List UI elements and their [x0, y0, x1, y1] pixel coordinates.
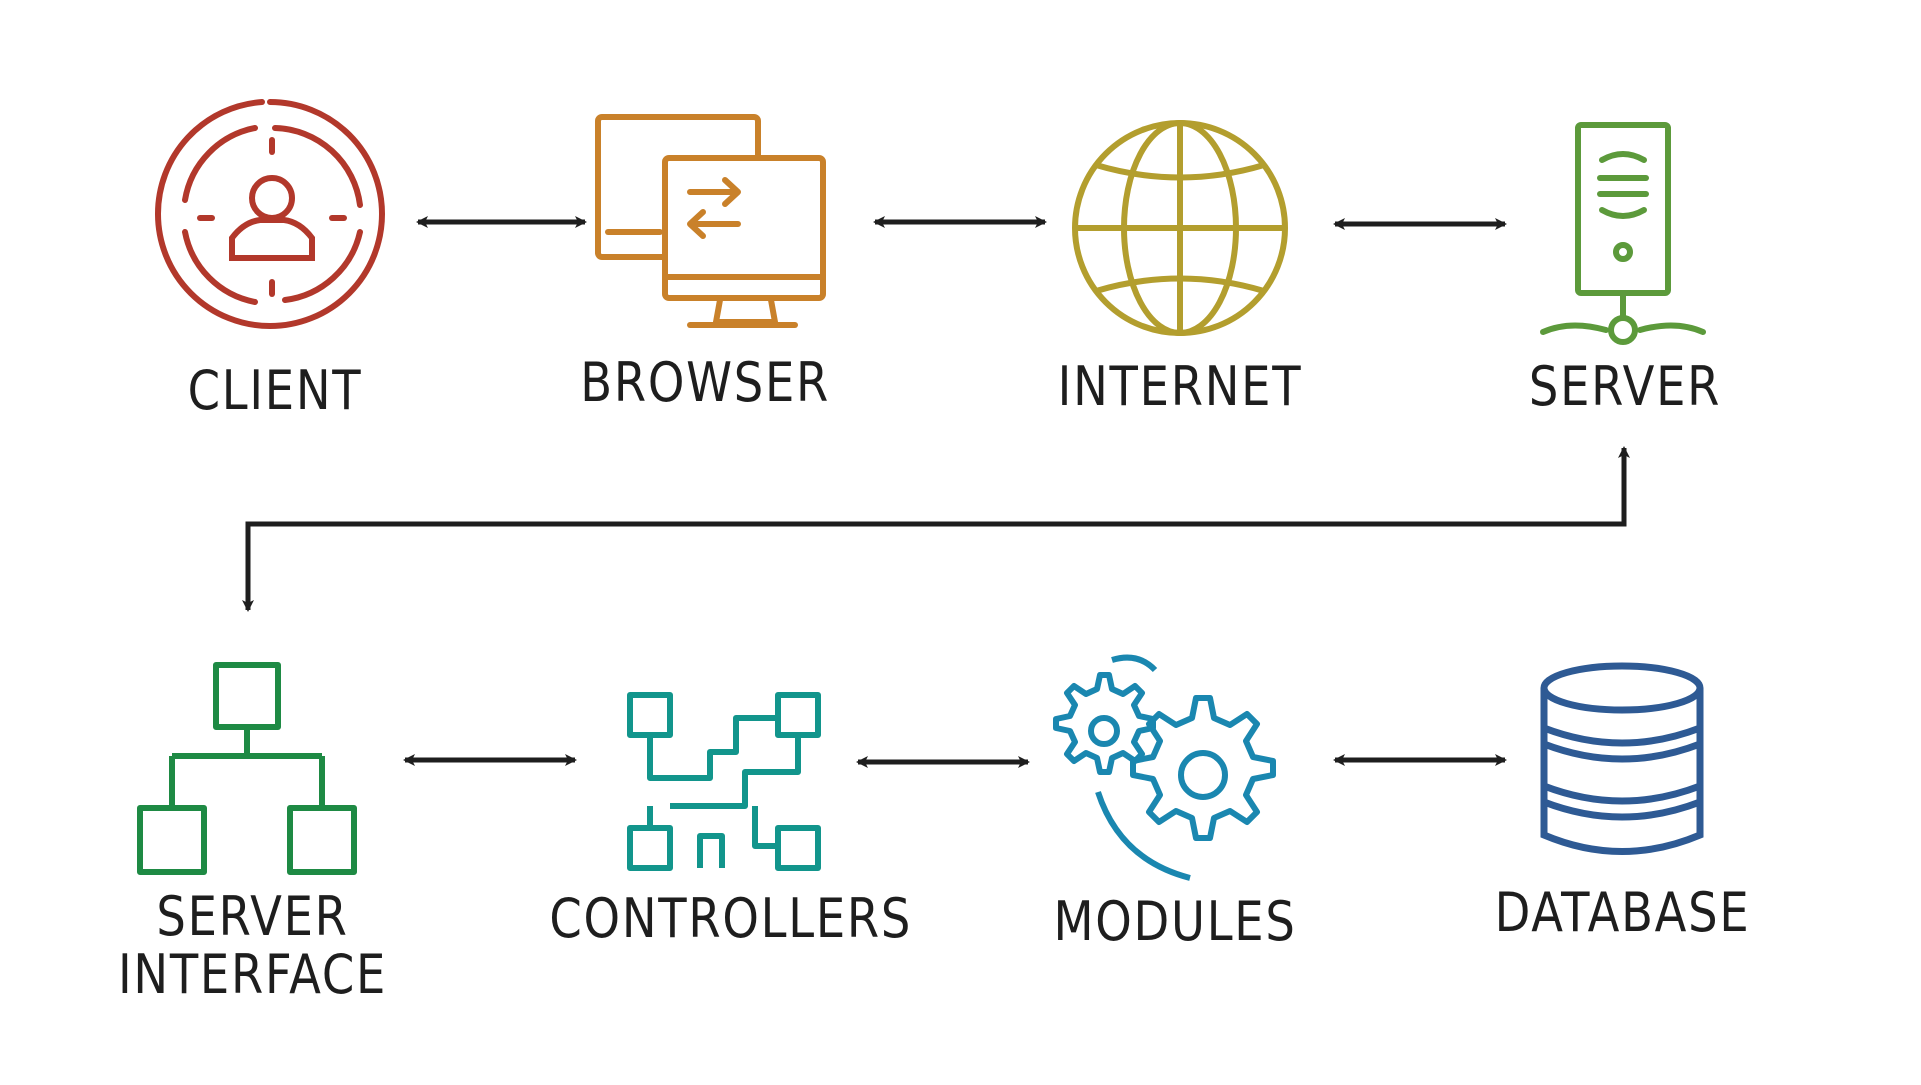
modules-label: MODULES — [1053, 890, 1297, 953]
controllers-label: CONTROLLERS — [549, 887, 913, 950]
server-label: SERVER — [1528, 355, 1722, 418]
database-icon — [1540, 662, 1704, 855]
target-person-icon — [154, 99, 385, 329]
client-label: CLIENT — [187, 359, 363, 422]
internet-label: INTERNET — [1057, 355, 1303, 418]
edge-server-server-interface — [242, 446, 1630, 612]
server-interface-label-line2: INTERFACE — [117, 943, 388, 1007]
hierarchy-icon — [137, 662, 357, 875]
globe-icon — [1072, 120, 1288, 336]
monitors-exchange-icon — [595, 114, 826, 328]
server-interface-label-line1: SERVER — [156, 885, 349, 948]
browser-label: BROWSER — [580, 351, 831, 414]
server-interface-label: SERVER INTERFACE — [113, 885, 393, 1007]
database-label: DATABASE — [1494, 881, 1751, 944]
edges — [242, 216, 1630, 768]
server-tower-icon — [1540, 122, 1706, 345]
circuit-icon — [627, 692, 821, 871]
gears-icon — [1053, 654, 1276, 881]
